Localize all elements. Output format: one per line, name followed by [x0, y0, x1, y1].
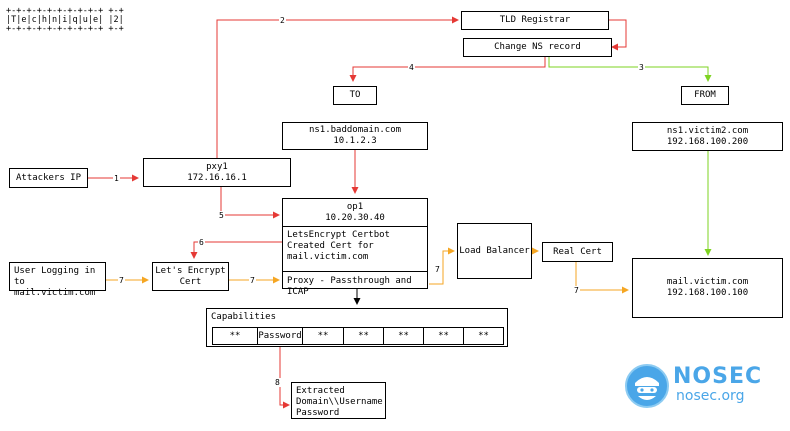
edge-pxy1-to-op1	[220, 187, 280, 219]
edge-label-7-real-cert: 7	[573, 286, 580, 295]
capability-cell: **	[212, 327, 258, 345]
nosec-mask-icon	[625, 364, 669, 408]
capability-cell-password: Password	[257, 327, 303, 345]
load-balancer-node: Load Balancer	[457, 223, 532, 279]
tld-registrar-node: TLD Registrar	[461, 11, 609, 30]
attackers-ip-node: Attackers IP	[9, 168, 88, 188]
op1-server-node: op1 10.20.30.40 LetsEncrypt Certbot Crea…	[282, 198, 428, 297]
certbot-section: LetsEncrypt Certbot Created Cert for mai…	[287, 230, 390, 262]
ns-baddomain-node: ns1.baddomain.com 10.1.2.3	[282, 122, 428, 150]
lets-encrypt-cert-node: Let's Encrypt Cert	[152, 262, 229, 291]
edge-label-1: 1	[113, 174, 120, 183]
capability-cell: **	[463, 327, 504, 345]
pxy1-node: pxy1 172.16.16.1	[143, 158, 291, 187]
nosec-logo: NOSEC nosec.org	[624, 362, 784, 410]
edge-certbot-to-cert	[190, 241, 282, 259]
edge-proxy-to-lb	[429, 247, 455, 285]
op1-header: op1 10.20.30.40	[325, 201, 385, 223]
edge-change-ns-to-from	[548, 57, 712, 82]
edge-label-7-user: 7	[118, 276, 125, 285]
capability-cell: **	[383, 327, 424, 345]
capabilities-title: Capabilities	[211, 312, 277, 322]
edge-label-5: 5	[218, 211, 225, 220]
to-node: TO	[333, 86, 377, 105]
edge-label-4: 4	[408, 63, 415, 72]
edge-password-to-extracted	[279, 345, 290, 409]
capability-cell: **	[423, 327, 464, 345]
capability-cell: **	[302, 327, 344, 345]
ns-victim2-node: ns1.victim2.com 192.168.100.200	[632, 122, 783, 151]
logo-website: nosec.org	[676, 388, 745, 404]
edge-label-7-proxy: 7	[434, 265, 441, 274]
edge-label-6: 6	[198, 238, 205, 247]
edge-change-ns-to-to	[349, 57, 546, 82]
change-ns-record-node: Change NS record	[463, 38, 612, 57]
user-login-node: User Logging in to mail.victim.com	[9, 262, 106, 298]
mail-victim-node: mail.victim.com 192.168.100.100	[632, 258, 783, 318]
edge-real-cert-to-mail	[575, 262, 629, 294]
from-node: FROM	[681, 86, 729, 105]
edge-label-3: 3	[638, 63, 645, 72]
edge-label-8: 8	[274, 378, 281, 387]
extracted-credentials-node: Extracted Domain\\Username Password	[291, 382, 386, 419]
capability-cell: **	[343, 327, 384, 345]
edge-label-7-cert: 7	[249, 276, 256, 285]
logo-brand-name: NOSEC	[673, 364, 763, 389]
edge-pxy1-to-registrar	[216, 16, 459, 158]
edge-registrar-to-change-ns	[609, 19, 627, 51]
proxy-section: Proxy - Passthrough and ICAP	[287, 276, 412, 297]
edge-label-2: 2	[279, 16, 286, 25]
real-cert-node: Real Cert	[542, 242, 613, 262]
technique-banner: +-+-+-+-+-+-+-+-+-+ +-+ |T|e|c|h|n|i|q|u…	[6, 6, 124, 34]
